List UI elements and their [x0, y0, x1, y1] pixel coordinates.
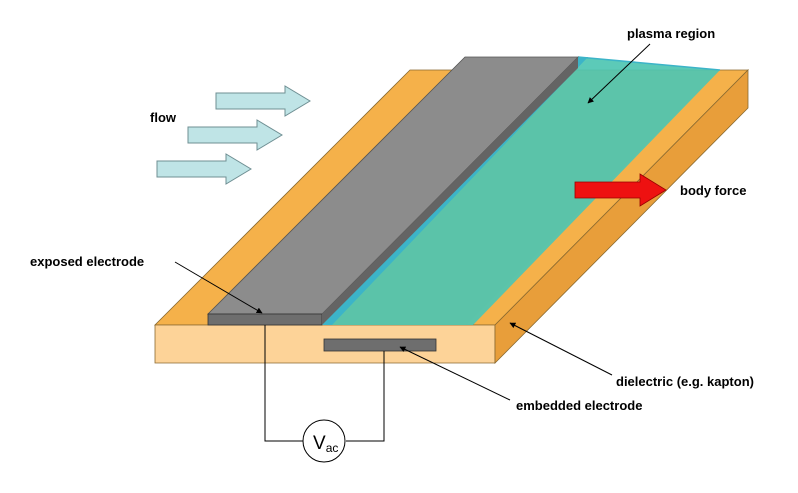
dielectric-leader [509, 322, 613, 376]
plasma-sheet [322, 57, 720, 325]
embedded-electrode-front [323, 338, 437, 352]
plasma-region-leader [587, 43, 651, 104]
flow-arrow-2 [187, 119, 283, 151]
exposed-electrode-label: exposed electrode [30, 254, 144, 269]
circuit-wire-right [346, 351, 385, 442]
voltage-label: Vac [313, 433, 338, 455]
dielectric-label: dielectric (e.g. kapton) [616, 374, 754, 389]
exposed-electrode-side [322, 57, 578, 325]
exposed-electrode [207, 56, 579, 326]
plasma-top-edge [577, 56, 721, 71]
body-force-label: body force [680, 183, 746, 198]
plasma-region-label: plasma region [627, 26, 715, 41]
voltage-circuit [264, 325, 385, 463]
flow-arrow-3 [156, 153, 252, 185]
voltage-source-icon [302, 419, 346, 463]
flow-arrow-1 [215, 85, 311, 117]
exposed-electrode-leader [174, 261, 263, 314]
voltage-symbol: V [313, 433, 326, 454]
exposed-electrode-front [207, 313, 323, 326]
leader-lines [174, 43, 651, 401]
dielectric-side-face [494, 69, 749, 364]
voltage-subscript: ac [326, 441, 339, 455]
flow-label: flow [150, 110, 177, 125]
circuit-wire-left [264, 325, 303, 442]
embedded-electrode-leader [399, 346, 511, 401]
body-force-arrow [574, 173, 667, 207]
embedded-electrode-label: embedded electrode [516, 398, 642, 413]
flow-arrows [156, 85, 311, 185]
